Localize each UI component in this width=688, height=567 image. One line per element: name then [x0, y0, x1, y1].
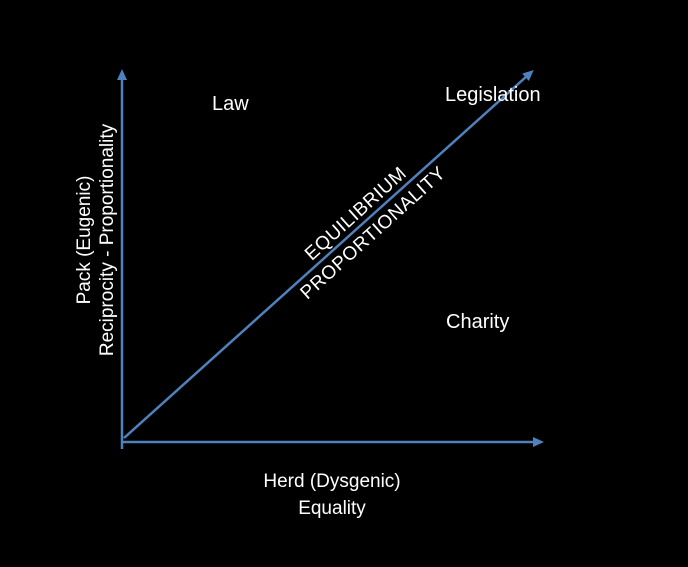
y-axis-label-line2: Reciprocity - Proportionality	[97, 123, 118, 357]
diagonal-arrow	[123, 69, 534, 439]
y-axis-label: Pack (Eugenic) Reciprocity - Proportiona…	[73, 124, 119, 356]
x-axis-label-line1: Herd (Dysgenic)	[263, 471, 401, 492]
region-label-law: Law	[212, 93, 249, 115]
x-axis-label-line2: Equality	[298, 498, 366, 519]
region-label-legislation: Legislation	[445, 84, 541, 106]
x-axis-label: Herd (Dysgenic) Equality	[263, 468, 400, 522]
y-axis-label-line1: Pack (Eugenic)	[74, 175, 95, 305]
region-label-charity: Charity	[446, 311, 510, 333]
